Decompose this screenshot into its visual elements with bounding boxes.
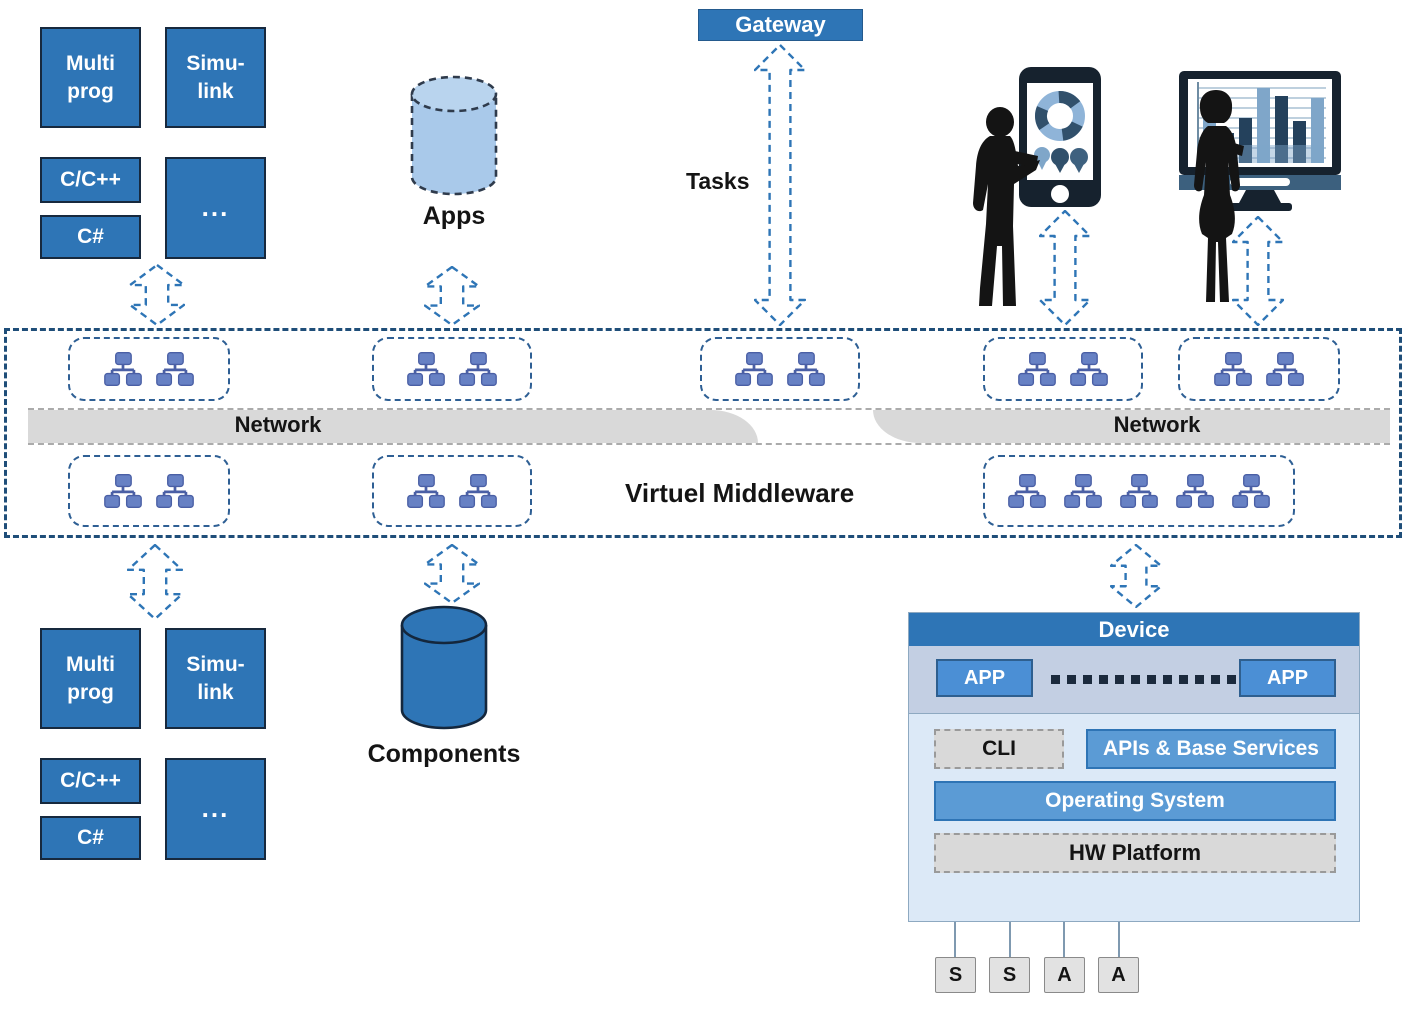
sensor-port-box: S: [989, 957, 1030, 993]
tasks-label: Tasks: [686, 168, 750, 194]
port-connector-line: [954, 922, 956, 957]
network-tree-icon: [786, 351, 826, 387]
network-bus-left-segment: [28, 410, 758, 443]
device-app-row: APP APP: [909, 646, 1359, 714]
app-box-right: APP: [1239, 659, 1336, 697]
network-tree-icon: [1007, 473, 1047, 509]
app-box-left: APP: [936, 659, 1033, 697]
middleware-cluster: [983, 455, 1295, 527]
link-arrow-components: [423, 543, 481, 605]
device-panel: Device APP APP CLI APIs & Base Services …: [908, 612, 1360, 922]
person-with-smartphone-icon: [973, 107, 1040, 306]
middleware-cluster: [983, 337, 1143, 401]
network-tree-icon: [155, 351, 195, 387]
network-tree-icon: [1231, 473, 1271, 509]
dev-tools-group-bottom: Multi prog Simu- link C/C++ C# ...: [40, 628, 306, 863]
middleware-cluster: [1178, 337, 1340, 401]
apps-database-icon: [410, 75, 498, 196]
network-bus: Network Network: [28, 408, 1390, 445]
cli-box: CLI: [934, 729, 1064, 769]
port-connector-line: [1009, 922, 1011, 957]
network-tree-icon: [155, 473, 195, 509]
virtual-middleware-label: Virtuel Middleware: [625, 478, 855, 508]
link-arrow-gateway-tasks: [753, 43, 807, 327]
network-tree-icon: [458, 351, 498, 387]
middleware-cluster: [68, 455, 230, 527]
link-arrow-mobile-user: [1038, 209, 1092, 327]
network-tree-icon: [1265, 351, 1305, 387]
network-tree-icon: [458, 473, 498, 509]
network-tree-icon: [103, 473, 143, 509]
link-arrow-apps: [423, 265, 481, 327]
middleware-cluster: [372, 337, 532, 401]
network-tree-icon: [406, 351, 446, 387]
network-tree-icon: [1213, 351, 1253, 387]
network-label-left: Network: [234, 412, 322, 437]
multiprog-box: Multi prog: [40, 27, 141, 128]
apis-base-services-box: APIs & Base Services: [1086, 729, 1336, 769]
more-languages-box: ...: [165, 758, 266, 860]
person-with-monitor-icon: [1194, 90, 1244, 302]
network-tree-icon: [1175, 473, 1215, 509]
network-tree-icon: [734, 351, 774, 387]
apps-label: Apps: [422, 202, 486, 230]
c-cpp-box: C/C++: [40, 157, 141, 203]
hw-platform-box: HW Platform: [934, 833, 1336, 873]
middleware-cluster: [68, 337, 230, 401]
components-label: Components: [367, 740, 521, 768]
multiprog-box: Multi prog: [40, 628, 141, 729]
operating-system-box: Operating System: [934, 781, 1336, 821]
link-arrow-devtools-top: [128, 263, 186, 327]
gateway-box: Gateway: [698, 9, 863, 41]
simulink-box: Simu- link: [165, 628, 266, 729]
dev-tools-group-top: Multi prog Simu- link C/C++ C# ...: [40, 27, 306, 262]
csharp-box: C#: [40, 816, 141, 860]
link-arrow-desktop-user: [1231, 215, 1285, 327]
actuator-port-box: A: [1098, 957, 1139, 993]
virtual-middleware-band: Network Network Virtuel Middleware: [4, 328, 1402, 538]
device-title: Device: [909, 613, 1359, 646]
simulink-box: Simu- link: [165, 27, 266, 128]
network-tree-icon: [406, 473, 446, 509]
more-languages-box: ...: [165, 157, 266, 259]
network-label-right: Network: [1113, 412, 1201, 437]
network-tree-icon: [103, 351, 143, 387]
link-arrow-device: [1109, 543, 1163, 609]
network-tree-icon: [1063, 473, 1103, 509]
network-tree-icon: [1017, 351, 1057, 387]
app-ellipsis-dots: [1051, 675, 1243, 684]
network-bus-right-segment: [873, 410, 1390, 443]
actuator-port-box: A: [1044, 957, 1085, 993]
middleware-cluster: [700, 337, 860, 401]
port-connector-line: [1118, 922, 1120, 957]
middleware-cluster: [372, 455, 532, 527]
network-tree-icon: [1119, 473, 1159, 509]
c-cpp-box: C/C++: [40, 758, 141, 804]
smartphone-icon: [1019, 67, 1101, 207]
link-arrow-devtools-bottom: [126, 543, 184, 621]
csharp-box: C#: [40, 215, 141, 259]
components-database-icon: [400, 605, 488, 730]
network-tree-icon: [1069, 351, 1109, 387]
sensor-port-box: S: [935, 957, 976, 993]
port-connector-line: [1063, 922, 1065, 957]
